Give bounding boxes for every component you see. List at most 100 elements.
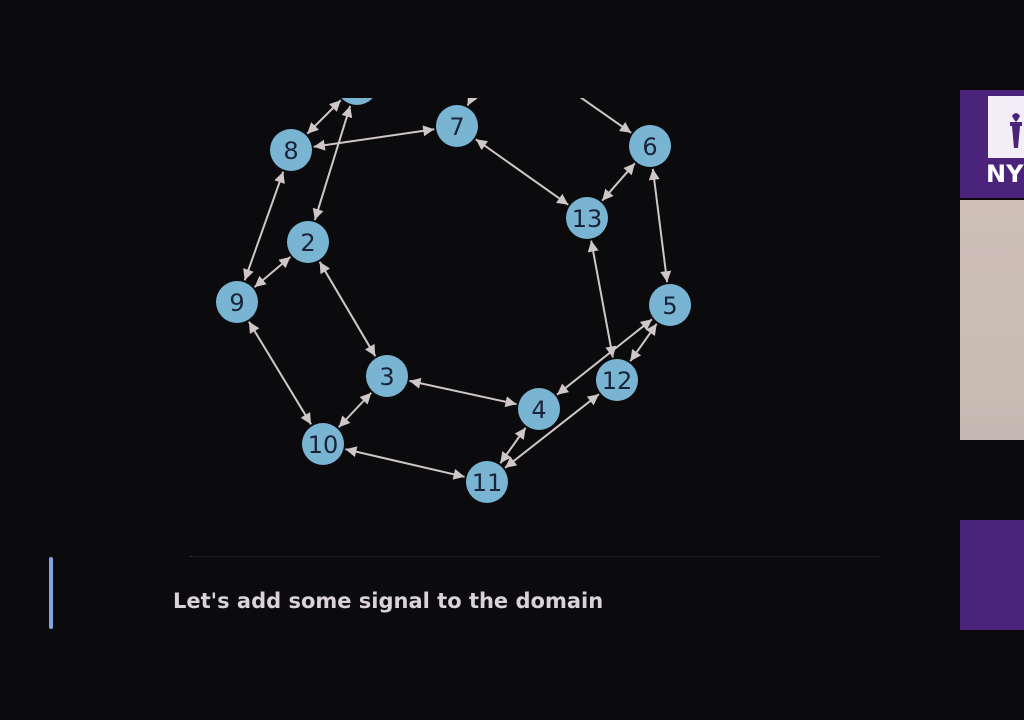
graph-node-8-circle	[270, 129, 312, 171]
edge-6-13-arrowhead-end	[602, 188, 614, 201]
logo-wordmark: NY	[986, 160, 1024, 188]
graph-node-4-label: 4	[531, 396, 546, 424]
edge-8-7-arrowhead-end	[422, 125, 435, 137]
graph-node-12: 12	[596, 359, 638, 401]
edge-11-12-arrowhead-end	[586, 394, 599, 406]
edge-1-8-arrowhead-end	[307, 122, 319, 134]
edge-6-13-arrowhead-start	[623, 163, 635, 176]
edge-11-12-arrowhead-start	[505, 456, 518, 468]
graph-node-13-circle	[566, 197, 608, 239]
brand-banner-bottom	[960, 520, 1024, 630]
node-layer: 2 3 4 5 6 7 8 9 10 11 12 13	[216, 98, 691, 503]
edge-11-12	[504, 393, 600, 469]
graph-node-4-circle	[518, 388, 560, 430]
graph-node-9-label: 9	[229, 289, 244, 317]
graph-node-4: 4	[518, 388, 560, 430]
edge-3-4-arrowhead-start	[409, 377, 422, 389]
graph-node-11-circle	[466, 461, 508, 503]
graph-node-13: 13	[566, 197, 608, 239]
edge-2-3-arrowhead-start	[319, 261, 331, 275]
edge-7-13-arrowhead-start	[475, 139, 488, 151]
graph-node-13-label: 13	[572, 205, 603, 233]
edge-12-5-arrowhead-start	[630, 349, 642, 362]
edge-stub-1-arrowhead-end	[467, 98, 478, 106]
graph-node-5: 5	[649, 284, 691, 326]
graph-node-2: 2	[287, 221, 329, 263]
graph-node-7: 7	[436, 105, 478, 147]
graph-node-5-label: 5	[662, 292, 677, 320]
graph-diagram: 2 3 4 5 6 7 8 9 10 11 12 13	[216, 98, 691, 503]
graph-node-10-label: 10	[308, 431, 339, 459]
graph-node-1-circle	[341, 98, 373, 105]
edge-4-5	[556, 318, 653, 396]
graph-node-6: 6	[629, 125, 671, 167]
edge-1-2	[313, 105, 352, 221]
edge-layer	[243, 98, 672, 480]
edge-2-9-arrowhead-end	[254, 275, 267, 288]
graph-node-10: 10	[302, 423, 344, 465]
edge-12-13-arrowhead-start	[605, 345, 617, 358]
edge-7-13-arrowhead-end	[556, 193, 569, 205]
webcam-shadow	[960, 440, 1024, 520]
edge-8-9	[243, 171, 285, 281]
edge-4-11-arrowhead-end	[500, 451, 512, 464]
edge-6-5-arrowhead-start	[648, 168, 660, 181]
graph-node-8: 8	[270, 129, 312, 171]
edge-3-10-arrowhead-start	[359, 392, 372, 405]
graph-node-11: 11	[466, 461, 508, 503]
graph-node-12-circle	[596, 359, 638, 401]
edge-7-13	[475, 138, 569, 206]
edge-4-5-arrowhead-start	[557, 383, 570, 395]
edge-1-8-arrowhead-start	[329, 100, 341, 112]
edge-9-10-arrowhead-end	[300, 412, 312, 425]
edge-2-9-arrowhead-start	[278, 256, 291, 269]
graph-node-3-circle	[366, 355, 408, 397]
graph-node-2-label: 2	[300, 229, 315, 257]
torch-icon	[1010, 113, 1022, 148]
edge-3-4-arrowhead-end	[504, 396, 517, 408]
edge-8-9-arrowhead-start	[274, 171, 285, 184]
presenter-video-panel: NY	[960, 90, 1024, 630]
edge-1-2-arrowhead-end	[312, 207, 324, 221]
edge-9-10-arrowhead-start	[248, 321, 260, 334]
edge-8-7-arrowhead-start	[313, 139, 326, 151]
edge-12-13	[590, 240, 614, 358]
edge-3-10-arrowhead-end	[338, 415, 351, 428]
graph-node-7-label: 7	[449, 113, 464, 141]
edge-2-3	[318, 261, 377, 357]
graph-node-8-label: 8	[283, 137, 298, 165]
graph-node-3-label: 3	[379, 363, 394, 391]
edge-9-10	[248, 321, 312, 425]
edge-3-4	[409, 379, 517, 406]
graph-node-12-label: 12	[602, 367, 633, 395]
caption-accent-bar	[49, 557, 53, 629]
edge-1-2-arrowhead-start	[341, 105, 353, 119]
graph-node-6-circle	[629, 125, 671, 167]
graph-node-1	[341, 98, 373, 105]
edge-10-11-arrowhead-start	[345, 446, 358, 458]
caption-text: Let's add some signal to the domain	[173, 589, 604, 613]
edge-2-3-arrowhead-end	[364, 343, 376, 357]
edge-10-11	[345, 448, 465, 478]
edge-10-11-arrowhead-end	[452, 468, 465, 480]
graph-node-7-circle	[436, 105, 478, 147]
graph-node-6-label: 6	[642, 133, 657, 161]
graph-node-9-circle	[216, 281, 258, 323]
graph-node-5-circle	[649, 284, 691, 326]
edge-12-13-arrowhead-end	[587, 240, 599, 253]
edge-8-7	[313, 128, 435, 148]
edge-6-5	[651, 168, 669, 283]
graph-node-10-circle	[302, 423, 344, 465]
caption-divider	[190, 556, 880, 557]
graph-node-11-label: 11	[472, 469, 503, 497]
edge-12-5-arrowhead-end	[645, 323, 657, 336]
edge-8-9-arrowhead-end	[243, 268, 254, 281]
edge-4-5-arrowhead-end	[639, 319, 652, 331]
graph-node-3: 3	[366, 355, 408, 397]
edge-4-11-arrowhead-start	[514, 427, 526, 440]
graph-node-2-circle	[287, 221, 329, 263]
edge-6-5-arrowhead-end	[660, 270, 672, 283]
edge-stub-2-arrowhead-end	[618, 121, 632, 133]
graph-node-9: 9	[216, 281, 258, 323]
